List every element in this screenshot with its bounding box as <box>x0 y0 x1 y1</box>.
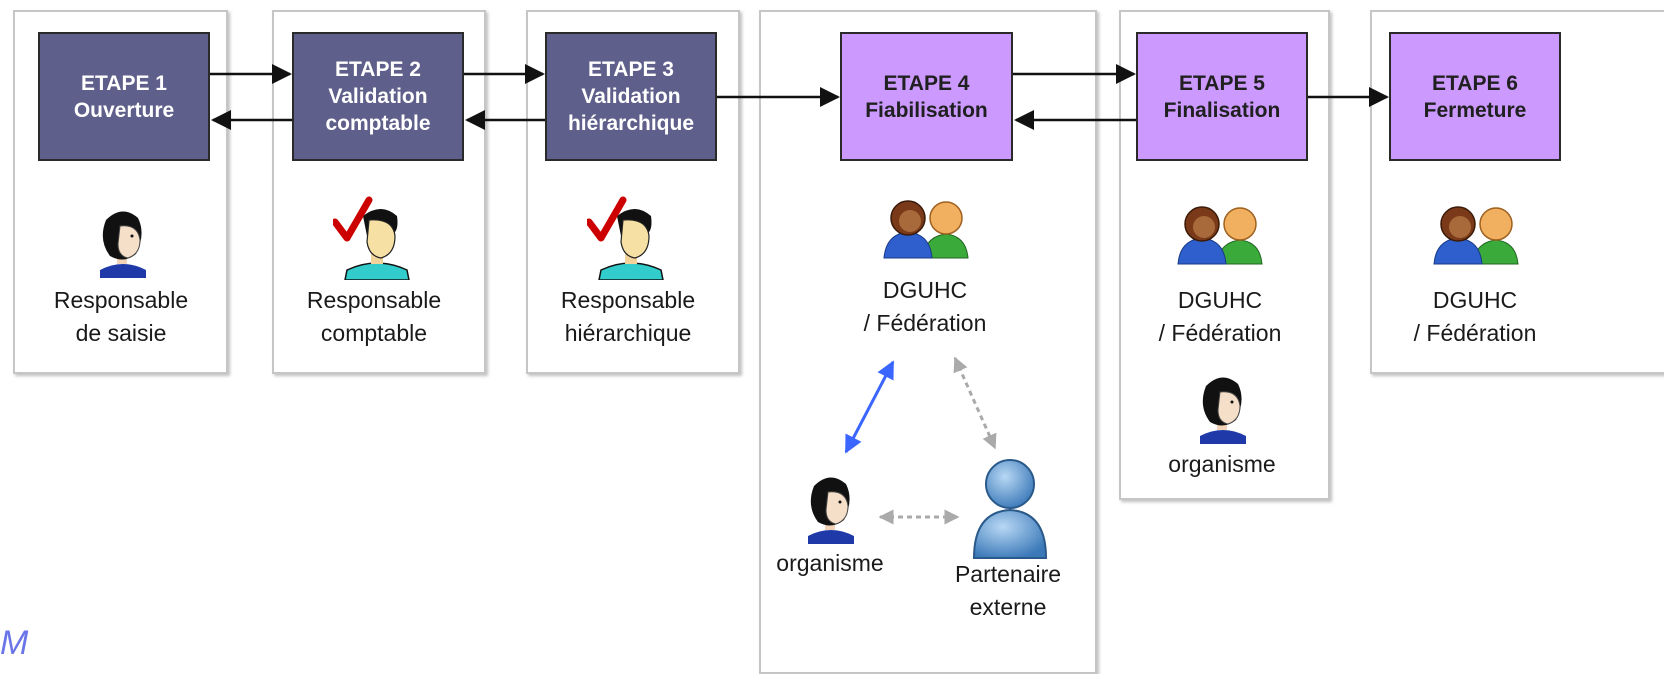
stage-4-number: ETAPE 4 <box>883 71 970 95</box>
group-people-icon <box>1433 206 1519 265</box>
stage-1-number: ETAPE 1 <box>81 71 167 95</box>
stage-3-number: ETAPE 3 <box>588 58 674 81</box>
role-label-dguhc-federation-5: DGUHC / Fédération <box>1158 287 1282 346</box>
arrow-dguhc-organisme <box>844 360 895 454</box>
woman-person-icon <box>100 211 146 278</box>
user-silhouette-icon <box>972 459 1048 559</box>
stage-3-box: ETAPE 3 Validation hiérarchique <box>545 32 717 161</box>
stage-4-box: ETAPE 4 Fiabilisation <box>840 32 1013 161</box>
stage-5-number: ETAPE 5 <box>1179 71 1265 95</box>
group-people-icon <box>1177 206 1263 265</box>
woman-person-icon <box>808 477 854 544</box>
stage-6-title: Fermeture <box>1423 98 1527 122</box>
stage-6-number: ETAPE 6 <box>1432 71 1518 95</box>
man-with-checkmark-icon <box>587 196 664 280</box>
group-people-icon <box>883 200 969 259</box>
role-label-organisme-5: organisme <box>1168 451 1276 477</box>
arrow-dguhc-partenaire <box>953 356 997 450</box>
role-label-responsable-hierarchique: Responsable hiérarchique <box>560 287 696 346</box>
stage-6-box: ETAPE 6 Fermeture <box>1389 32 1561 161</box>
role-label-responsable-saisie: Responsable de saisie <box>53 287 189 346</box>
role-label-dguhc-federation-4: DGUHC / Fédération <box>863 277 987 336</box>
man-with-checkmark-icon <box>333 196 410 280</box>
role-label-responsable-comptable: Responsable comptable <box>306 287 442 346</box>
stage-3-subtitle: hiérarchique <box>567 112 695 135</box>
stage-2-subtitle: comptable <box>325 112 431 135</box>
stage-4-title: Fiabilisation <box>865 98 988 122</box>
stage-2-number: ETAPE 2 <box>335 58 421 81</box>
stage-3-title: Validation <box>581 85 681 108</box>
stage-5-title: Finalisation <box>1163 98 1281 122</box>
role-label-organisme-4: organisme <box>776 550 884 576</box>
role-label-dguhc-federation-6: DGUHC / Fédération <box>1413 287 1537 346</box>
stage-2-box: ETAPE 2 Validation comptable <box>292 32 464 161</box>
stage-1-box: ETAPE 1 Ouverture <box>38 32 210 161</box>
role-label-partenaire-externe: Partenaire externe <box>954 561 1062 620</box>
woman-person-icon <box>1200 377 1246 444</box>
stage-5-box: ETAPE 5 Finalisation <box>1136 32 1308 161</box>
stage-2-title: Validation <box>328 85 428 108</box>
stray-text-fragment: M <box>0 624 29 662</box>
stage-1-title: Ouverture <box>73 98 175 122</box>
